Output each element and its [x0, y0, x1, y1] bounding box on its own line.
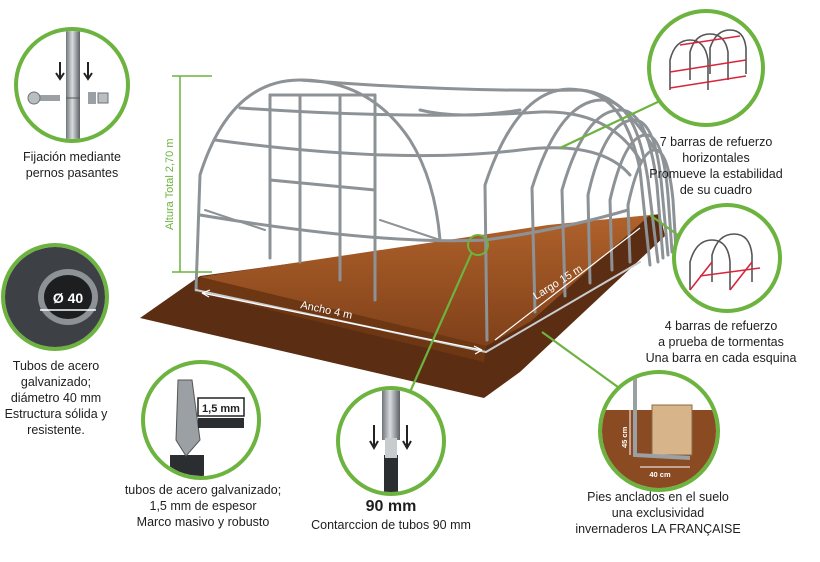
tube-caption: Tubos de acero galvanizado; diámetro 40 … — [0, 358, 112, 438]
horizontal-bars-caption-line: Promueve la estabilidad — [649, 167, 783, 181]
anchor-caption: Pies anclados en el suelo una exclusivid… — [560, 489, 756, 537]
bolt-callout — [14, 27, 130, 143]
joint-caption: 90 mm Contarccion de tubos 90 mm — [296, 497, 486, 533]
storm-bars-caption: 4 barras de refuerzo a prueba de torment… — [626, 318, 816, 366]
thickness-caption: tubos de acero galvanizado; 1,5 mm de es… — [108, 482, 298, 530]
length-dimension — [494, 227, 641, 341]
height-dimension — [172, 75, 212, 273]
joint-highlight-ring — [467, 234, 489, 256]
mini-frame-icon — [669, 29, 747, 90]
storm-bars-caption-line: a prueba de tormentas — [658, 335, 784, 349]
anchor-callout: 45 cm 40 cm — [598, 370, 720, 492]
horizontal-bars-caption: 7 barras de refuerzo horizontales Promue… — [636, 134, 796, 198]
soil-bed — [200, 215, 650, 346]
bolt-icon — [27, 91, 109, 105]
height-label: Altura Total 2,70 m — [164, 138, 176, 230]
bolt-caption: Fijación mediante pernos pasantes — [0, 149, 144, 181]
thickness-caption-line: Marco masivo y robusto — [136, 515, 270, 529]
storm-bars-caption-line: Una barra en cada esquina — [645, 351, 797, 365]
bolt-caption-line: pernos pasantes — [25, 166, 119, 180]
tube-caption-line: resistente. — [27, 423, 85, 437]
bolt-caption-line: Fijación mediante — [23, 150, 121, 164]
tube-joint-icon — [369, 390, 412, 492]
greenhouse-frame — [194, 78, 678, 353]
joint-caption-title: 90 mm — [365, 498, 417, 515]
soil-front-edge — [196, 277, 486, 362]
tube-caption-line: diámetro 40 mm — [10, 391, 102, 405]
thickness-value: 1,5 mm — [202, 403, 240, 415]
anchor-caption-line: invernaderos LA FRANÇAISE — [575, 522, 741, 536]
anchor-caption-line: Pies anclados en el suelo — [587, 490, 729, 504]
anchor-height-label: 45 cm — [620, 426, 629, 448]
storm-bars-caption-line: 4 barras de refuerzo — [664, 319, 778, 333]
joint-caption-line: Contarccion de tubos 90 mm — [311, 518, 471, 532]
storm-bars-callout — [672, 203, 782, 313]
thickness-caption-line: tubos de acero galvanizado; — [124, 483, 282, 497]
joint-callout — [336, 386, 446, 496]
thickness-callout: 1,5 mm — [141, 360, 261, 480]
anchor-width-label: 40 cm — [649, 470, 671, 479]
tube-caption-line: Estructura sólida y — [4, 407, 108, 421]
tube-diameter-label: Ø 40 — [53, 290, 84, 306]
horizontal-bars-caption-line: 7 barras de refuerzo — [659, 135, 773, 149]
tube-caption-line: Tubos de acero — [12, 359, 100, 373]
width-dimension — [201, 289, 483, 355]
horizontal-bars-callout — [647, 9, 765, 127]
anchor-caption-line: una exclusividad — [611, 506, 705, 520]
horizontal-bars-caption-line: de su cuadro — [679, 183, 753, 197]
clamp-icon — [170, 379, 245, 476]
callout-connectors — [408, 99, 683, 393]
thickness-caption-line: 1,5 mm de espesor — [149, 499, 257, 513]
tube-caption-line: galvanizado; — [20, 375, 92, 389]
horizontal-bars-caption-line: horizontales — [682, 151, 750, 165]
